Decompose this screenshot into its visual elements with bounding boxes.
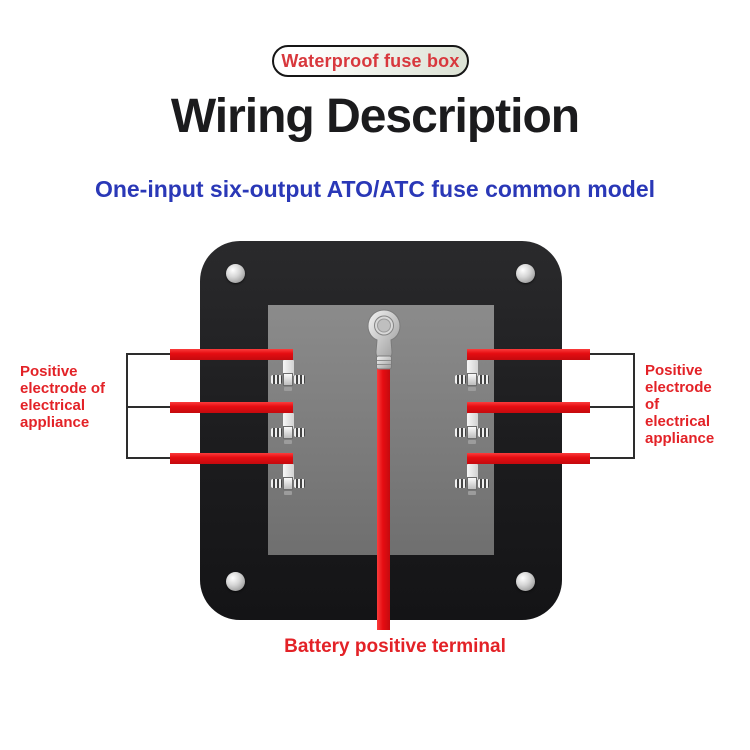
- terminal-post: [467, 413, 478, 429]
- label-line: electrode: [645, 379, 712, 396]
- output-wire-left-2: [170, 402, 293, 413]
- clamp-thread: [478, 428, 489, 437]
- clamp-thread: [478, 479, 489, 488]
- page-subtitle: One-input six-output ATO/ATC fuse common…: [94, 176, 656, 202]
- right-bracket-line: [589, 353, 635, 355]
- corner-screw-icon: [226, 572, 245, 591]
- clamp-thread: [455, 428, 466, 437]
- label-line: electrical: [645, 413, 711, 430]
- page-title: Wiring Description: [170, 90, 580, 143]
- clamp-thread: [455, 375, 466, 384]
- fuse-terminal-clamp-icon: [455, 426, 489, 444]
- left-bracket-line: [126, 457, 172, 459]
- label-line: appliance: [645, 430, 715, 447]
- clamp-thread: [294, 479, 305, 488]
- label-line: appliance: [20, 414, 90, 431]
- clamp-body: [467, 373, 477, 391]
- fuse-terminal-clamp-icon: [455, 373, 489, 391]
- label-line: of: [645, 396, 660, 413]
- clamp-thread: [271, 375, 282, 384]
- fuse-terminal-clamp-icon: [271, 426, 305, 444]
- corner-screw-icon: [516, 264, 535, 283]
- clamp-body: [467, 477, 477, 495]
- output-wire-left-1: [170, 349, 293, 360]
- battery-input-wire: [377, 366, 390, 630]
- terminal-post: [283, 360, 294, 376]
- fuse-terminal-clamp-icon: [455, 477, 489, 495]
- label-line: electrical: [20, 397, 86, 414]
- label-right-positive-electrode: Positive electrode of electrical applian…: [645, 362, 745, 447]
- fuse-terminal-clamp-icon: [271, 477, 305, 495]
- left-bracket-line: [126, 406, 172, 408]
- badge: Waterproof fuse box: [272, 45, 469, 77]
- clamp-thread: [271, 479, 282, 488]
- right-bracket-line: [589, 406, 635, 408]
- corner-screw-icon: [516, 572, 535, 591]
- label-line: electrode of: [20, 380, 106, 397]
- clamp-thread: [478, 375, 489, 384]
- output-wire-right-2: [467, 402, 590, 413]
- clamp-thread: [294, 428, 305, 437]
- label-left-positive-electrode: Positive electrode of electrical applian…: [20, 363, 140, 431]
- terminal-post: [283, 413, 294, 429]
- clamp-body: [283, 477, 293, 495]
- fuse-terminal-clamp-icon: [271, 373, 305, 391]
- left-bracket-line: [126, 353, 172, 355]
- output-wire-right-1: [467, 349, 590, 360]
- output-wire-left-3: [170, 453, 293, 464]
- label-line: Positive: [645, 362, 703, 379]
- badge-label: Waterproof fuse box: [281, 50, 460, 71]
- terminal-post: [467, 360, 478, 376]
- terminal-post: [467, 464, 478, 480]
- clamp-body: [283, 373, 293, 391]
- label-line: Positive: [20, 363, 78, 380]
- clamp-thread: [271, 428, 282, 437]
- terminal-post: [283, 464, 294, 480]
- label-battery-positive-terminal: Battery positive terminal: [284, 636, 506, 657]
- clamp-thread: [294, 375, 305, 384]
- right-bracket-line: [589, 457, 635, 459]
- clamp-body: [283, 426, 293, 444]
- clamp-body: [467, 426, 477, 444]
- clamp-thread: [455, 479, 466, 488]
- corner-screw-icon: [226, 264, 245, 283]
- output-wire-right-3: [467, 453, 590, 464]
- ring-terminal-icon: [362, 308, 406, 375]
